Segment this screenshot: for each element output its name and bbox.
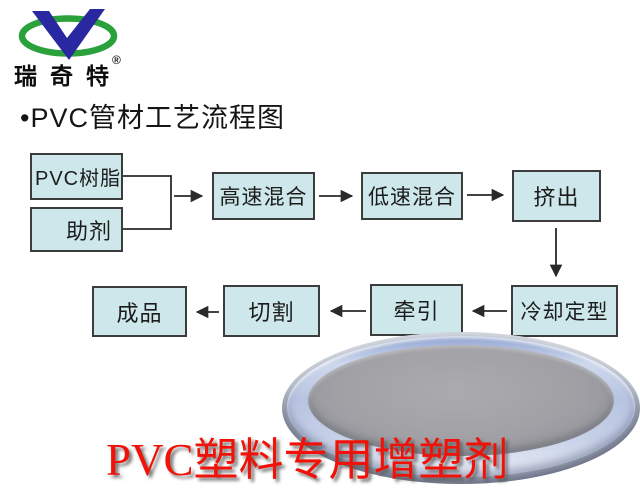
flow-node-pvc-resin: PVC树脂: [30, 153, 123, 200]
flow-node-cooling-shaping: 冷却定型: [511, 285, 618, 337]
powder-dish-photo: [282, 332, 640, 484]
dish-powder-surface: [308, 345, 614, 456]
flow-node-low-speed-mixing: 低速混合: [361, 172, 463, 220]
brand-name: 瑞奇特: [14, 63, 122, 90]
flow-node-additives: 助剂: [30, 207, 123, 252]
flow-node-high-speed-mixing: 高速混合: [212, 172, 315, 220]
brand-logo: 瑞奇特 ®: [8, 3, 148, 90]
product-banner-text: PVC塑料专用增塑剂: [106, 435, 509, 485]
flow-node-finished-product: 成品: [92, 286, 187, 337]
flow-node-extrusion: 挤出: [512, 170, 601, 222]
registered-trademark-icon: ®: [112, 53, 121, 67]
logo-v-ellipse-icon: [18, 9, 118, 60]
merge-bracket-connector: [123, 175, 172, 230]
page-title: •PVC管材工艺流程图: [20, 103, 285, 133]
flow-node-cutting: 切割: [223, 285, 320, 337]
flow-node-traction: 牵引: [370, 284, 463, 336]
